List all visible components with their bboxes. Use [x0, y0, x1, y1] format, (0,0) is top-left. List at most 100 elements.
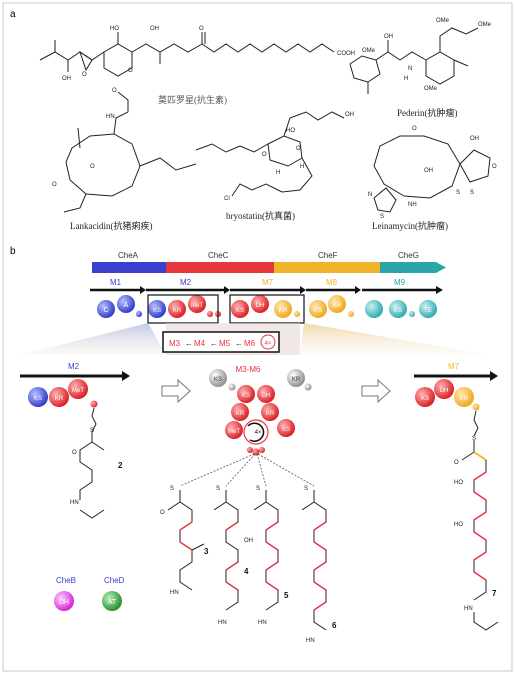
pederin-ome-2: OMe: [478, 22, 492, 28]
center-acp-1: [252, 448, 260, 456]
chain-3-s: S: [170, 486, 174, 492]
compound-name-leinamycin: Leinamycin(抗肿瘤): [372, 220, 448, 231]
domain-met-1-label: MeT: [191, 303, 203, 309]
detail-center-title: M3-M6: [236, 365, 261, 374]
panel-a-label: a: [10, 9, 16, 20]
fan-right: [300, 323, 490, 355]
leinamycin-structure: [373, 135, 491, 213]
leinamycin-oh-2: OH: [424, 168, 433, 174]
detail-m7-kr: [454, 387, 474, 407]
pederin-ome-1: OMe: [436, 18, 450, 24]
domain-pcp-1: [136, 311, 142, 317]
center-kr-gray-label: KR: [292, 377, 301, 383]
center-kr-2-label: KR: [266, 411, 275, 417]
leinamycin-o-1: O: [492, 164, 497, 170]
hollow-arrow-2: [361, 378, 391, 404]
iteration-m3: M3: [169, 339, 181, 348]
module-label-m1: M1: [110, 278, 122, 287]
detail-m2: M2 KS KR MeT S O HN 2: [20, 362, 130, 519]
gene-bar-chea: [92, 262, 166, 273]
detail-m7-title: M7: [448, 362, 460, 371]
domain-ks-5-label: KS: [394, 308, 402, 314]
domain-ks-1-label: KS: [153, 308, 161, 314]
domain-kr-2: [274, 300, 292, 318]
mupirocin-cooh: COOH: [337, 51, 355, 57]
domain-c: [97, 300, 115, 318]
domain-met-1: [188, 295, 206, 313]
center-dh: [257, 385, 275, 403]
detail-m7: M7 KS DH KR S O HO: [414, 362, 499, 631]
pederin-ome-4: OMe: [424, 86, 438, 92]
domain-ks-2: [231, 300, 249, 318]
module-label-m2: M2: [180, 278, 192, 287]
compound-name-pederin: Pederin(抗肿瘤): [397, 107, 458, 118]
panel-a: a HO OH OH O O O COOH 莫匹罗星(抗生素): [10, 9, 497, 231]
domain-a-label: A: [124, 302, 129, 309]
domain-dh-1: [251, 295, 269, 313]
gene-bar-chef: [274, 262, 380, 273]
domain-c-label: C: [103, 307, 108, 314]
center-met: [225, 421, 243, 439]
iteration-m4: M4: [194, 339, 206, 348]
domain-row: C A KS KR MeT KS DH KR KS KR: [97, 295, 437, 318]
trans-gene-cheb: CheB: [56, 576, 76, 585]
detail-m2-title: M2: [68, 362, 80, 371]
intermediate-6: 6: [332, 621, 337, 630]
chain-4: [213, 490, 239, 611]
detail-m2-ks-label: KS: [34, 396, 42, 402]
domain-kr-1-label: KR: [173, 308, 182, 314]
fan-left: [20, 323, 166, 355]
detail-m2-hn: HN: [70, 500, 79, 506]
panel-b: b CheA CheC CheF CheG M1 M2 M7 M8 M9: [10, 246, 499, 644]
domain-kr-1: [168, 300, 186, 318]
leinamycin-s-2: S: [456, 190, 460, 196]
mupirocin-oh-2: OH: [150, 26, 159, 32]
domain-te-label: TE: [424, 308, 432, 314]
detail-m7-oh-1: HO: [454, 480, 463, 486]
lankacidin-hn: HN: [106, 114, 115, 120]
detail-m7-o: O: [454, 460, 459, 466]
trans-domains: CheB DH CheD AT: [54, 576, 125, 611]
mupirocin-o-2: O: [128, 68, 133, 74]
domain-ks-3: [309, 300, 327, 318]
gene-label-chea: CheA: [118, 251, 139, 260]
gene-label-cheg: CheG: [398, 251, 419, 260]
chain-6-s: S: [304, 486, 308, 492]
trans-domain-dh-label: DH: [59, 599, 69, 606]
chain-6: [301, 490, 327, 631]
chain-5-hn: HN: [258, 620, 267, 626]
center-loop-arrow: [247, 422, 265, 442]
intermediate-5: 5: [284, 591, 289, 600]
leinamycin-o-2: O: [412, 126, 417, 132]
lankacidin-o-2: O: [90, 164, 95, 170]
intermediate-3: 3: [204, 547, 209, 556]
detail-m7-ks: [415, 387, 435, 407]
compound-name-lankacidin: Lankacidin(抗猪痢疾): [70, 220, 152, 231]
detail-m2-acp: [90, 400, 98, 408]
module-label-m9: M9: [394, 278, 406, 287]
pederin-structure: [349, 27, 479, 94]
center-ks-2-label: KS: [282, 427, 290, 433]
lankacidin-o-3: O: [52, 182, 57, 188]
center-acp-gray-1: [228, 383, 236, 391]
bryostatin-o-1: O: [296, 146, 301, 152]
chain-5-s: S: [256, 486, 260, 492]
trans-domain-dh: [54, 591, 74, 611]
gene-bar-chec: [166, 262, 274, 273]
lankacidin-o-1: O: [112, 88, 117, 94]
center-kr-gray: [287, 369, 305, 387]
pederin-ome-3: OMe: [362, 48, 376, 54]
trans-domain-at-label: AT: [108, 599, 117, 606]
detail-m2-met: [68, 379, 88, 399]
iteration-box: [162, 331, 280, 353]
domain-ks-1: [148, 300, 166, 318]
leinamycin-s-3: S: [380, 214, 384, 220]
gene-bar-cheg: [380, 262, 446, 273]
intermediate-7: 7: [492, 589, 497, 598]
detail-m7-hn: HN: [464, 606, 473, 612]
leinamycin-s-1: S: [470, 190, 474, 196]
center-kr-label: KR: [236, 411, 245, 417]
bryostatin-o-2: O: [262, 152, 267, 158]
hollow-arrow-1: [161, 378, 191, 404]
